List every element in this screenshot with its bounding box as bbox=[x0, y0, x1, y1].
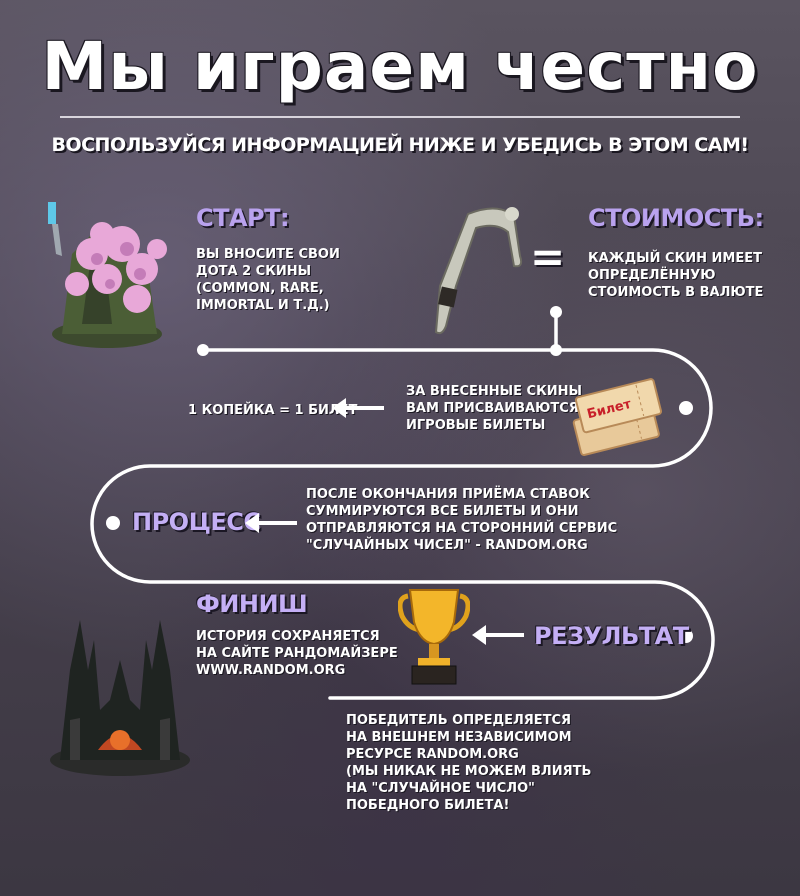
start-line: (Common, Rare, bbox=[196, 281, 324, 296]
cost-description: Каждый скин имеет определённую стоимость… bbox=[588, 250, 763, 301]
finish-description: История сохраняется на сайте рандомайзер… bbox=[196, 628, 398, 679]
cost-line: определённую bbox=[588, 268, 716, 283]
ticket-rate: 1 копейка = 1 билет bbox=[188, 403, 358, 418]
finish-heading: Финиш bbox=[196, 590, 308, 618]
cost-line: стоимость в валюте bbox=[588, 285, 764, 300]
tree-courier-icon bbox=[48, 202, 167, 348]
arrow-left-icon bbox=[245, 513, 297, 533]
process-heading: Процесс bbox=[132, 508, 261, 536]
start-description: Вы вносите свои Дота 2 скины (Common, Ra… bbox=[196, 246, 340, 314]
cost-heading: Стоимость: bbox=[588, 204, 764, 232]
start-line: Вы вносите свои bbox=[196, 247, 340, 262]
page-subtitle: Воспользуйся информацией ниже и убедись … bbox=[51, 134, 749, 156]
tickets-line: игровые билеты bbox=[406, 418, 546, 433]
cost-line: Каждый скин имеет bbox=[588, 251, 762, 266]
bone-hook-icon bbox=[434, 207, 523, 335]
tickets-description: За внесенные скины вам присваиваются игр… bbox=[406, 383, 582, 434]
process-line: "случайных чисел" - random.org bbox=[306, 538, 588, 553]
tickets-line: вам присваиваются bbox=[406, 401, 579, 416]
start-heading: Старт: bbox=[196, 204, 290, 232]
ticket-icon: Билет bbox=[572, 378, 663, 456]
process-line: После окончания приёма ставок bbox=[306, 487, 590, 502]
result-heading: Результат bbox=[534, 622, 689, 650]
winner-description: Победитель определяется на внешнем незав… bbox=[346, 712, 591, 814]
winner-line: Победитель определяется bbox=[346, 713, 572, 728]
equals-sign: = bbox=[530, 232, 565, 281]
finish-line: История сохраняется bbox=[196, 629, 380, 644]
winner-line: ресурсе random.org bbox=[346, 747, 519, 762]
dark-tower-icon bbox=[50, 620, 190, 776]
tickets-line: За внесенные скины bbox=[406, 384, 582, 399]
winner-line: на внешнем независимом bbox=[346, 730, 572, 745]
start-line: Дота 2 скины bbox=[196, 264, 312, 279]
arrow-left-icon bbox=[332, 398, 384, 418]
winner-line: (мы никак не можем влиять bbox=[346, 764, 592, 779]
title-divider bbox=[60, 116, 740, 118]
process-description: После окончания приёма ставок суммируютс… bbox=[306, 486, 617, 554]
winner-line: победного билета! bbox=[346, 798, 510, 813]
arrow-left-icon bbox=[472, 625, 524, 645]
finish-line: на сайте рандомайзере bbox=[196, 646, 398, 661]
finish-line: www.random.org bbox=[196, 663, 346, 678]
process-line: суммируются все билеты и они bbox=[306, 504, 579, 519]
trophy-icon bbox=[398, 589, 470, 685]
winner-line: на "случайное число" bbox=[346, 781, 535, 796]
start-line: Immortal и т.д.) bbox=[196, 298, 330, 313]
process-line: отправляются на сторонний сервис bbox=[306, 521, 618, 536]
page-title: Мы играем честно bbox=[41, 28, 759, 105]
